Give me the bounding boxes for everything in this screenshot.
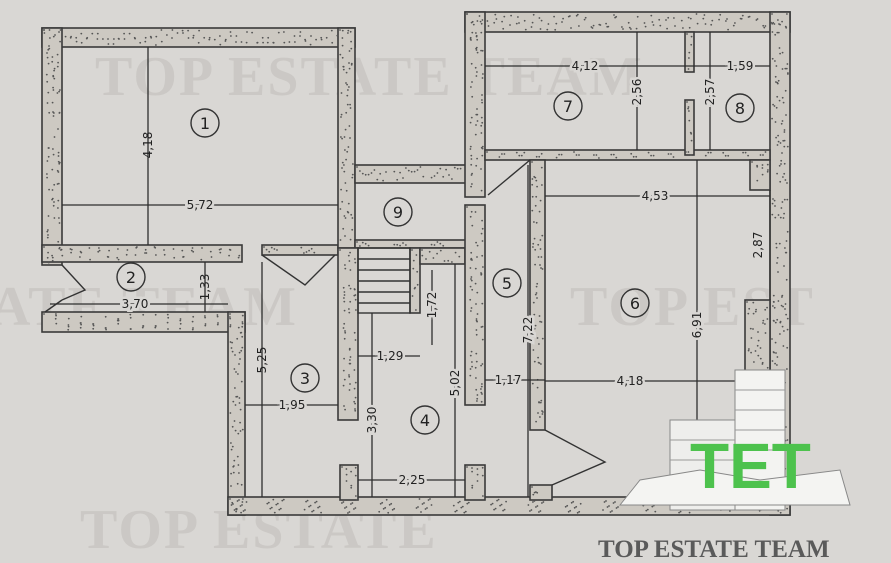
room-9-circle — [383, 197, 413, 227]
dim-r7-width: 4,12 — [572, 59, 599, 73]
dim-r4-width: 2,25 — [399, 473, 426, 487]
walls — [41, 11, 791, 516]
room-8-number: 8 — [735, 99, 745, 118]
building-lines — [670, 389, 785, 461]
room-9-number: 9 — [393, 203, 403, 222]
dim-r8-width: 1,59 — [727, 59, 754, 73]
dim-r4-height: 5,02 — [448, 370, 462, 397]
room-5-circle — [492, 268, 522, 298]
dim-r6-width-top: 4,53 — [642, 189, 669, 203]
room-3-circle — [290, 363, 320, 393]
dim-r1-height: 4,18 — [141, 132, 155, 159]
dim-r2-width: 3,70 — [122, 297, 149, 311]
dim-r6-width-bottom: 4,18 — [617, 374, 644, 388]
logo-letters: TET — [690, 430, 811, 502]
room-1-circle — [190, 108, 220, 138]
room-8-circle — [725, 93, 755, 123]
watermark-top: TOP ESTATE TEAM — [95, 46, 644, 108]
dim-r5-height: 7,22 — [521, 317, 535, 344]
room-2-number: 2 — [126, 268, 136, 287]
dim-r5-width: 1,17 — [495, 373, 522, 387]
room-7-circle — [553, 91, 583, 121]
room-6-number: 6 — [630, 294, 640, 313]
room-numbers: 1 2 3 4 5 6 7 8 9 — [116, 91, 755, 435]
dim-r6-side: 2,87 — [751, 232, 765, 259]
dim-r6-height: 6,91 — [690, 312, 704, 339]
room-4-circle — [410, 405, 440, 435]
dim-r3-width: 1,95 — [279, 398, 306, 412]
brand-name: TOP ESTATE TEAM — [598, 536, 830, 563]
dim-r8-height: 2,57 — [703, 79, 717, 106]
dim-stair-width: 1,29 — [377, 349, 404, 363]
dim-r1-width: 5,72 — [187, 198, 214, 212]
room-3-number: 3 — [300, 369, 310, 388]
room-1-number: 1 — [200, 114, 210, 133]
room-2-circle — [116, 262, 146, 292]
brand-logo: TET TOP ESTATE TEAM — [598, 369, 851, 563]
room-5-number: 5 — [502, 274, 512, 293]
staircase — [357, 247, 411, 314]
door-swings — [44, 159, 607, 486]
dim-r4-h2: 3,30 — [365, 407, 379, 434]
dim-r7-height: 2,56 — [630, 79, 644, 106]
dimension-labels: 4,18 5,72 1,33 3,70 5,25 1,95 3,30 1,29 … — [119, 57, 767, 490]
dim-r3-height: 5,25 — [255, 347, 269, 374]
dim-stair-length: 1,72 — [425, 292, 439, 319]
dim-r2-height: 1,33 — [198, 274, 212, 301]
room-7-number: 7 — [563, 97, 573, 116]
room-6-circle — [620, 288, 650, 318]
room-4-number: 4 — [420, 411, 430, 430]
